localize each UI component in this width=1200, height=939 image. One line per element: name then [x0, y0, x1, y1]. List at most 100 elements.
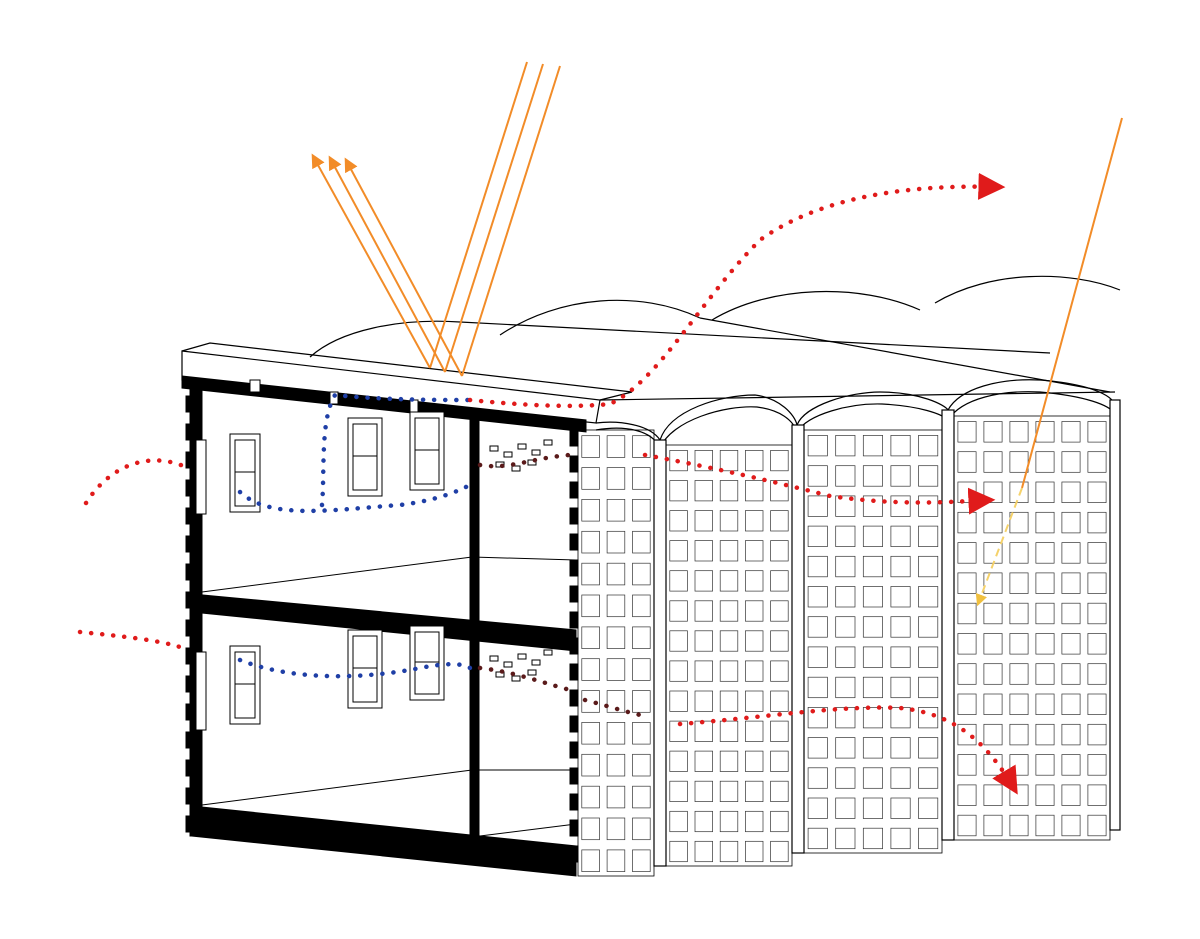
screen-perforation	[1061, 814, 1081, 837]
screen-perforation	[957, 784, 977, 806]
upper-floor-line	[471, 556, 577, 561]
screen-perforation	[1009, 784, 1029, 806]
screen-perforation	[983, 633, 1003, 655]
screen-perforation	[890, 465, 911, 487]
facade-fin	[569, 767, 579, 785]
screen-perforation	[770, 660, 789, 682]
screen-perforation	[1087, 693, 1107, 715]
reflected-ray	[344, 157, 463, 377]
screen-perforation	[581, 785, 600, 809]
sunlight-rays	[311, 61, 1123, 607]
screen-perforation	[632, 594, 651, 618]
facade-fin	[569, 481, 579, 499]
screen-perforation	[957, 723, 977, 746]
screen-perforation	[862, 797, 883, 819]
screen-perforation	[694, 450, 713, 472]
screen-perforation	[632, 562, 651, 586]
screen-perforation	[1061, 693, 1081, 715]
screen-perforation	[890, 676, 911, 699]
screen-perforation	[581, 467, 600, 490]
wall-vent	[195, 439, 207, 515]
screen-perforation	[1087, 814, 1107, 837]
screen-perforation	[1087, 451, 1107, 473]
airflow-path	[319, 392, 473, 508]
building-section	[181, 375, 587, 877]
screen-perforation	[957, 542, 977, 564]
screen-columns	[653, 399, 1121, 867]
screen-perforation	[1061, 511, 1081, 534]
screen-perforation	[1009, 421, 1029, 443]
airflow-path	[237, 482, 473, 514]
column	[1109, 399, 1121, 831]
screen-perforation	[719, 660, 739, 682]
front-arch-inner	[947, 391, 1116, 421]
screen-perforation	[957, 451, 977, 473]
screen-perforation	[957, 814, 977, 837]
screen-perforation	[770, 750, 789, 772]
screen-perforation	[835, 676, 856, 699]
screen-perforation	[918, 767, 939, 789]
screen-perforation	[1035, 754, 1055, 776]
airflow-path	[642, 452, 996, 515]
screen-perforation	[745, 810, 764, 833]
screen-perforation	[770, 540, 789, 562]
airflow-path	[582, 697, 648, 719]
airflow-path	[677, 705, 1018, 795]
front-arch-inner	[659, 406, 798, 449]
screen-perforation	[719, 480, 739, 502]
facade-fin	[569, 611, 579, 629]
screen-perforation	[1087, 481, 1107, 503]
screen-perforation	[835, 525, 856, 547]
screen-perforation	[835, 737, 856, 759]
screen-perforation	[694, 540, 713, 562]
screen-perforation	[770, 450, 789, 472]
screen-perforation	[807, 827, 828, 850]
screen-perforation	[632, 817, 651, 841]
screen-perforation	[606, 785, 626, 809]
screen-perforation	[983, 602, 1003, 625]
roof-vent	[249, 379, 261, 393]
screen-perforation	[918, 707, 939, 729]
screen-perforation	[807, 797, 828, 819]
screen-perforation	[1009, 723, 1029, 746]
screen-perforation	[1035, 542, 1055, 564]
screen-perforation	[606, 849, 626, 872]
screen-perforation	[890, 495, 911, 517]
screen-perforation	[669, 540, 688, 562]
screen-perforation	[957, 693, 977, 715]
screen-perforation	[835, 767, 856, 789]
screen-perforation	[770, 720, 789, 742]
screen-perforation	[719, 510, 739, 532]
screen-perforation	[719, 600, 739, 622]
screen-perforation	[890, 797, 911, 819]
screen-perforation	[719, 810, 739, 833]
screen-perforation	[632, 467, 651, 490]
facade-fin	[185, 815, 193, 833]
screen-perforation	[918, 797, 939, 819]
screen-perforation	[918, 555, 939, 578]
screen-perforation	[1035, 693, 1055, 715]
screen-perforation	[694, 570, 713, 592]
screen-bay	[577, 429, 655, 877]
floor-slab	[191, 593, 577, 652]
screen-perforation	[1035, 633, 1055, 655]
screen-perforation	[957, 663, 977, 685]
screen-perforation	[1009, 693, 1029, 715]
screen-perforation	[957, 572, 977, 594]
screen-perforation	[669, 840, 688, 863]
screen-perforation	[862, 737, 883, 759]
screen-perforation	[745, 780, 764, 802]
screen-perforation	[581, 722, 600, 745]
screen-bay	[665, 444, 793, 867]
screen-perforation	[1087, 723, 1107, 746]
screen-perforation	[669, 570, 688, 592]
vault-outline	[711, 290, 921, 321]
screen-perforation	[1061, 572, 1081, 594]
screen-perforation	[581, 690, 600, 713]
facade-fin	[185, 451, 193, 469]
screen-perforation	[581, 562, 600, 586]
transmitted-ray	[975, 487, 1023, 607]
screen-perforation	[719, 540, 739, 562]
screen-perforation	[606, 626, 626, 649]
screen-perforation	[770, 480, 789, 502]
